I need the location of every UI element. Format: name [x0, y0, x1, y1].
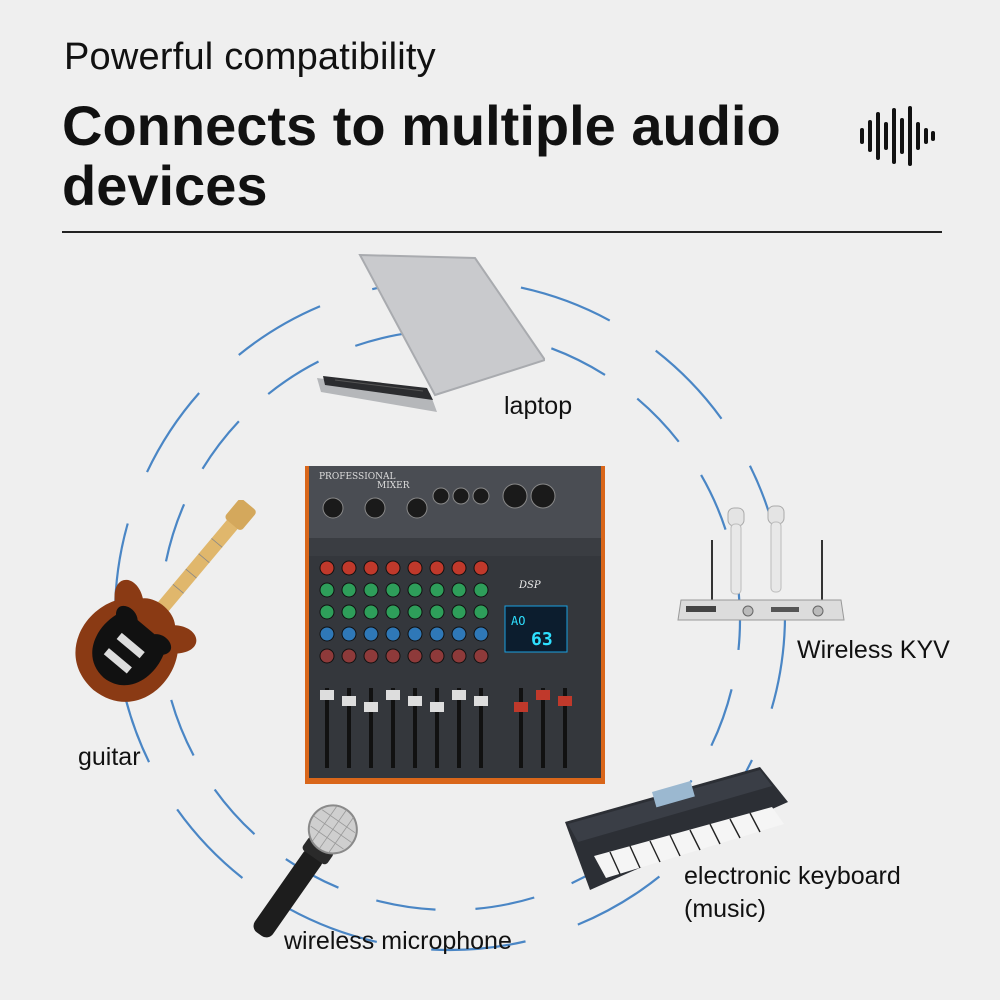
mixer-knob — [451, 648, 467, 664]
mixer-knob — [407, 626, 423, 642]
mixer-knob — [319, 582, 335, 598]
mixer-knob — [319, 604, 335, 620]
mixer-fader-cap — [558, 696, 572, 706]
audio-mixer-image: PROFESSIONAL MIXER AO 63 DSP — [305, 466, 605, 784]
mixer-knob — [341, 582, 357, 598]
keyboard-label-line2: (music) — [684, 895, 766, 923]
mixer-knob — [407, 604, 423, 620]
page-subtitle: Powerful compatibility — [64, 36, 436, 78]
laptop-label: laptop — [504, 392, 573, 420]
mixer-knob — [429, 582, 445, 598]
mixer-fader-track — [347, 688, 351, 768]
wireless-kyv-label: Wireless KYV — [797, 636, 950, 664]
mixer-knob — [363, 582, 379, 598]
mixer-fader-track — [413, 688, 417, 768]
mixer-fader-cap — [342, 696, 356, 706]
mixer-knob — [319, 560, 335, 576]
mixer-fader-cap — [514, 702, 528, 712]
mixer-knob — [429, 604, 445, 620]
mixer-knob — [341, 626, 357, 642]
mixer-knob — [407, 560, 423, 576]
wireless-receiver-image — [677, 505, 845, 621]
mixer-fader-cap — [408, 696, 422, 706]
mixer-fader-track — [457, 688, 461, 768]
mixer-knob — [341, 604, 357, 620]
microphone-image — [253, 804, 358, 938]
mixer-knob — [363, 604, 379, 620]
mixer-knob — [429, 648, 445, 664]
mixer-display-top: AO — [511, 614, 525, 628]
mixer-knob — [341, 560, 357, 576]
mixer-knob — [385, 582, 401, 598]
mixer-knob — [451, 582, 467, 598]
mixer-knob — [363, 648, 379, 664]
mixer-knob — [385, 648, 401, 664]
mixer-display-value: 63 — [531, 629, 553, 650]
mixer-fader-track — [479, 688, 483, 768]
mixer-knob — [385, 560, 401, 576]
page-title: Connects to multiple audio devices — [62, 94, 781, 217]
mixer-fader-track — [369, 688, 373, 768]
mixer-knob — [363, 560, 379, 576]
mixer-fader-cap — [364, 702, 378, 712]
mixer-fader-cap — [474, 696, 488, 706]
mixer-fader-track — [391, 688, 395, 768]
mixer-fader-track — [519, 688, 523, 768]
guitar-image — [75, 500, 256, 702]
mixer-knob — [363, 626, 379, 642]
mixer-fader-cap — [320, 690, 334, 700]
mixer-knob — [385, 626, 401, 642]
mixer-knob — [319, 648, 335, 664]
mixer-knob — [385, 604, 401, 620]
mixer-knob — [429, 626, 445, 642]
mixer-knob — [429, 560, 445, 576]
mixer-brand-line2: MIXER — [377, 481, 410, 491]
mixer-fader-track — [541, 688, 545, 768]
mixer-knob — [407, 582, 423, 598]
mixer-knob — [473, 604, 489, 620]
laptop-image — [317, 253, 545, 412]
sound-wave-icon — [860, 106, 935, 166]
mixer-knob — [473, 648, 489, 664]
mixer-fader-cap — [452, 690, 466, 700]
mixer-knob — [407, 648, 423, 664]
mixer-fader-track — [563, 688, 567, 768]
keyboard-label-line1: electronic keyboard — [684, 862, 901, 890]
mixer-fader-cap — [536, 690, 550, 700]
mixer-knob — [451, 604, 467, 620]
mixer-knob — [451, 560, 467, 576]
mixer-fader-cap — [386, 690, 400, 700]
mixer-knob — [451, 626, 467, 642]
mixer-knob — [473, 582, 489, 598]
mixer-knob — [473, 626, 489, 642]
mixer-fader-track — [325, 688, 329, 768]
mixer-fader-track — [435, 688, 439, 768]
electronic-keyboard-image — [565, 767, 788, 890]
mixer-dsp-label: DSP — [518, 580, 541, 591]
header-divider — [62, 231, 942, 233]
microphone-label: wireless microphone — [284, 927, 512, 955]
mixer-knob — [319, 626, 335, 642]
guitar-label: guitar — [78, 743, 141, 771]
mixer-brand-line1: PROFESSIONAL — [319, 472, 396, 482]
mixer-knob — [473, 560, 489, 576]
mixer-knob — [341, 648, 357, 664]
mixer-fader-cap — [430, 702, 444, 712]
